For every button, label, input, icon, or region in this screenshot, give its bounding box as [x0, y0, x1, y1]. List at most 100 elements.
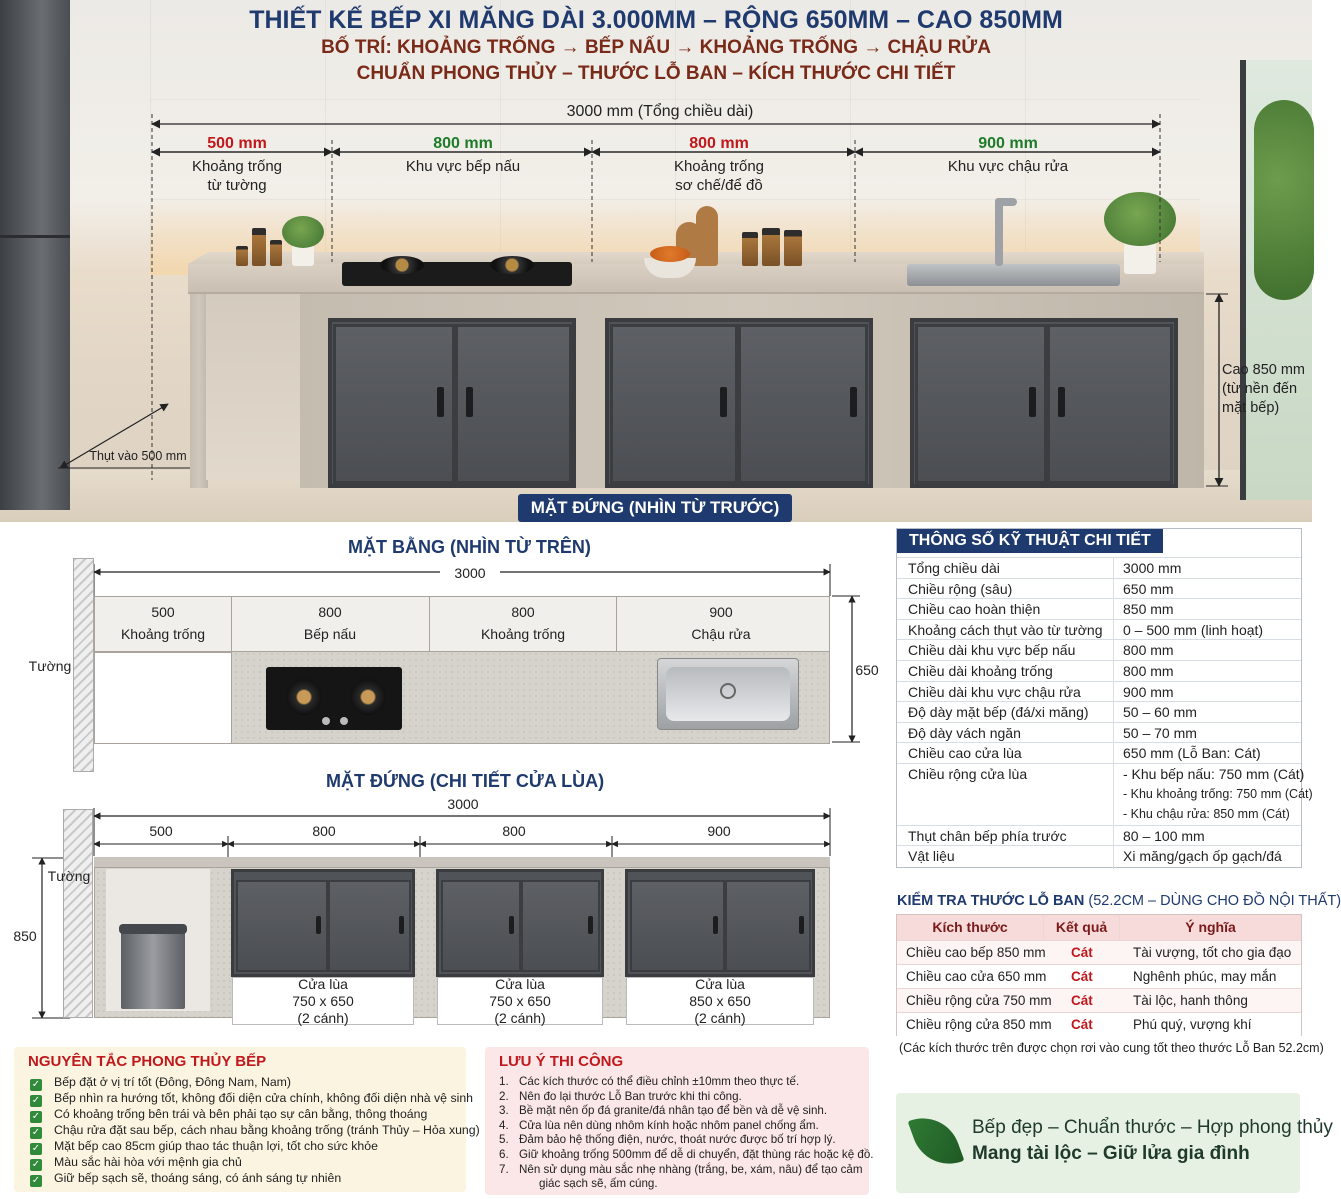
note-number: 2. [499, 1089, 509, 1103]
plan-wall-label: Tường [28, 658, 72, 674]
note-item: 7.Nên sử dụng màu sắc nhẹ nhàng (trắng, … [499, 1163, 863, 1176]
luban-note: (Các kích thước trên được chọn rơi vào c… [899, 1041, 1324, 1055]
page-title: THIẾT KẾ BẾP XI MĂNG DÀI 3.000MM – RỘNG … [249, 6, 1063, 34]
spec-key: Thụt chân bếp phía trước [908, 827, 1067, 844]
spec-value: 0 – 500 mm (linh hoạt) [1123, 621, 1264, 638]
sliding-door[interactable] [630, 880, 725, 972]
spec-key: Độ dày vách ngăn [908, 724, 1021, 741]
luban-meaning: Tài lộc, hanh thông [1133, 993, 1248, 1008]
door-unit-2-label: Cửa lùa 750 x 650 (2 cánh) [437, 976, 603, 1027]
sliding-door[interactable] [333, 324, 455, 484]
front-elevation-photo: THIẾT KẾ BẾP XI MĂNG DÀI 3.000MM – RỘNG … [0, 0, 1314, 522]
spec-value: 80 – 100 mm [1123, 827, 1205, 844]
layout-subtitle: BỐ TRÍ: KHOẢNG TRỐNG → BẾP NẤU → KHOẢNG … [321, 37, 991, 58]
plant [282, 216, 324, 248]
spec-table: THÔNG SỐ KỸ THUẬT CHI TIẾT Tổng chiều dà… [896, 528, 1313, 869]
door-3-leaves: (2 cánh) [694, 1010, 746, 1026]
note-item: giác sạch sẽ, ấm cúng. [519, 1177, 658, 1190]
door-elev-height: 850 [13, 928, 37, 944]
door-elev-seg-1: 500 [149, 823, 173, 839]
plan-sink [657, 658, 799, 730]
height-note-line3: mặt bếp) [1222, 400, 1280, 416]
segment-4-desc: Khu vực chậu rửa [928, 157, 1088, 176]
spec-key: Tổng chiều dài [908, 560, 1000, 576]
fengshui-item: ✓ Giữ bếp sạch sẽ, thoáng sáng, có ánh sá… [30, 1171, 341, 1187]
door-3-size: 850 x 650 [689, 993, 751, 1009]
sliding-door[interactable] [328, 880, 411, 972]
checkbox-icon: ✓ [30, 1175, 42, 1187]
checkbox-icon: ✓ [30, 1143, 42, 1155]
sliding-door[interactable] [236, 880, 328, 972]
note-number: 3. [499, 1104, 509, 1118]
spec-value: - Khu chậu rửa: 850 mm (Cát) [1123, 807, 1290, 822]
checkbox-icon: ✓ [30, 1079, 42, 1091]
spice-jar [252, 228, 266, 266]
fengshui-box: NGUYÊN TẮC PHONG THỦY BẾP ✓Bếp đặt ở vị … [14, 1047, 480, 1192]
fengshui-item-text: Giữ bếp sạch sẽ, thoáng sáng, có ánh sán… [54, 1171, 342, 1185]
note-text: Nên đo lại thước Lỗ Ban trước khi thi cô… [519, 1089, 742, 1103]
note-text: Đảm bảo hệ thống điện, nước, thoát nước … [519, 1133, 836, 1147]
plan-divider [429, 597, 430, 652]
spec-value: 900 mm [1123, 683, 1174, 700]
sliding-door[interactable] [610, 324, 738, 484]
plan-total: 3000 [440, 565, 500, 581]
note-item: 3.Bề mặt nên ốp đá granite/đá nhân tạo đ… [499, 1104, 827, 1117]
door-elev-wall [63, 809, 93, 1018]
notes-title: LƯU Ý THI CÔNG [499, 1053, 624, 1070]
door-elev-dimension-lines [32, 808, 831, 1019]
door-1-type: Cửa lùa [298, 976, 348, 992]
fengshui-item: ✓Màu sắc hài hòa với mệnh gia chủ [30, 1155, 242, 1171]
spec-value: 650 mm (Lỗ Ban: Cát) [1123, 745, 1261, 762]
door-unit-1-label-box [232, 977, 414, 1025]
sliding-door[interactable] [738, 324, 868, 484]
door-3-type: Cửa lùa [695, 976, 745, 992]
luban-size: Chiều cao bếp 850 mm [906, 945, 1046, 960]
note-item: 6.Giữ khoảng trống 500mm để dễ di chuyển… [499, 1148, 874, 1161]
note-number: 4. [499, 1118, 509, 1132]
note-number: 7. [499, 1162, 509, 1176]
spec-key: Độ dày mặt bếp (đá/xi măng) [908, 704, 1089, 721]
sliding-door[interactable] [441, 880, 521, 972]
spec-row: Chiều rộng (sâu)650 mm [897, 577, 1301, 599]
sliding-door[interactable] [725, 880, 811, 972]
sliding-door[interactable] [521, 880, 600, 972]
door-2-size: 750 x 650 [489, 993, 551, 1009]
fengshui-item: ✓Có khoảng trống bên trái và bên phải tạ… [30, 1107, 427, 1123]
sliding-door[interactable] [455, 324, 572, 484]
luban-title: KIỂM TRA THƯỚC LỖ BAN (52.2CM – DÙNG CHO… [897, 893, 1341, 909]
spec-row: Độ dày mặt bếp (đá/xi măng)50 – 60 mm [897, 701, 1301, 722]
luban-size: Chiều rộng cửa 750 mm [906, 993, 1052, 1008]
double-sink [907, 264, 1120, 286]
segment-3-value: 800 mm [689, 135, 749, 152]
luban-meaning: Tài vượng, tốt cho gia đạo [1133, 945, 1292, 960]
fengshui-item-text: Bếp nhìn ra hướng tốt, không đối diện cử… [54, 1091, 474, 1105]
spec-row: - Khu khoảng trống: 750 mm (Cát) [897, 784, 1313, 805]
note-number: 5. [499, 1133, 509, 1147]
fengshui-title: NGUYÊN TẮC PHONG THỦY BẾP [28, 1053, 267, 1070]
fengshui-item-text: Màu sắc hài hòa với mệnh gia chủ [54, 1155, 242, 1169]
luban-result: Cát [1071, 945, 1093, 960]
sliding-door[interactable] [915, 324, 1047, 484]
drain-icon [720, 683, 736, 699]
burner-icon [490, 256, 534, 274]
sliding-door[interactable] [1047, 324, 1173, 484]
spec-key: Chiều dài khu vực bếp nấu [908, 642, 1076, 659]
burner-icon [350, 679, 386, 715]
luban-result: Cát [1071, 1017, 1093, 1032]
spec-value: 650 mm [1123, 580, 1174, 597]
luban-header-meaning: Ý nghĩa [1119, 915, 1301, 940]
note-text: Các kích thước có thể điều chỉnh ±10mm t… [519, 1075, 800, 1088]
spec-value: 3000 mm [1123, 560, 1182, 576]
faucet [995, 198, 1017, 266]
burner-icon [286, 679, 322, 715]
spec-key: Chiều rộng cửa lùa [908, 766, 1028, 782]
plan-depth: 650 [855, 662, 879, 678]
luban-meaning: Phú quý, vượng khí [1133, 1017, 1252, 1032]
kitchen-design-infographic: THIẾT KẾ BẾP XI MĂNG DÀI 3.000MM – RỘNG … [0, 0, 1312, 1199]
door-elev-wall-label: Tường [47, 868, 91, 884]
